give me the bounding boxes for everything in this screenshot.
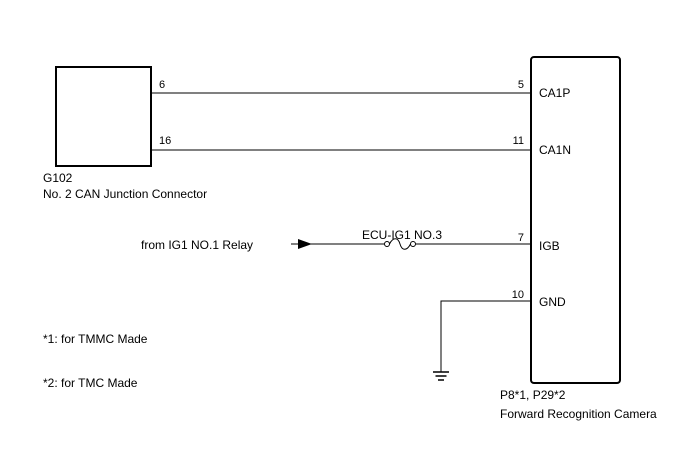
camera-signal-ca1n: CA1N bbox=[539, 143, 571, 157]
camera-connector-codes: P8*1, P29*2 bbox=[500, 388, 566, 402]
footnote-tmmc: *1: for TMMC Made bbox=[43, 332, 148, 346]
camera-signal-gnd: GND bbox=[539, 295, 566, 309]
camera-pin-number-gnd: 10 bbox=[512, 289, 524, 301]
camera-pin-number-igb: 7 bbox=[518, 232, 524, 244]
power-source-label: from IG1 NO.1 Relay bbox=[141, 238, 253, 252]
junction-pin-can-high: 6 bbox=[159, 79, 165, 91]
camera-pin-number-ca1n: 11 bbox=[513, 135, 524, 147]
camera-signal-igb: IGB bbox=[539, 239, 560, 253]
junction-connector-code: G102 bbox=[43, 171, 73, 185]
junction-pin-can-low: 16 bbox=[159, 135, 171, 147]
camera-signal-ca1p: CA1P bbox=[539, 86, 570, 100]
fuse-label: ECU-IG1 NO.3 bbox=[362, 228, 442, 242]
camera-name: Forward Recognition Camera bbox=[500, 407, 657, 421]
junction-connector-box bbox=[55, 66, 152, 167]
junction-connector-name: No. 2 CAN Junction Connector bbox=[43, 187, 207, 201]
fuse-icon bbox=[384, 238, 416, 250]
footnote-tmc: *2: for TMC Made bbox=[43, 376, 138, 390]
camera-connector-box bbox=[530, 56, 621, 384]
camera-pin-number-ca1p: 5 bbox=[518, 79, 524, 91]
wire-gnd bbox=[440, 300, 531, 372]
ground-icon bbox=[433, 371, 449, 381]
